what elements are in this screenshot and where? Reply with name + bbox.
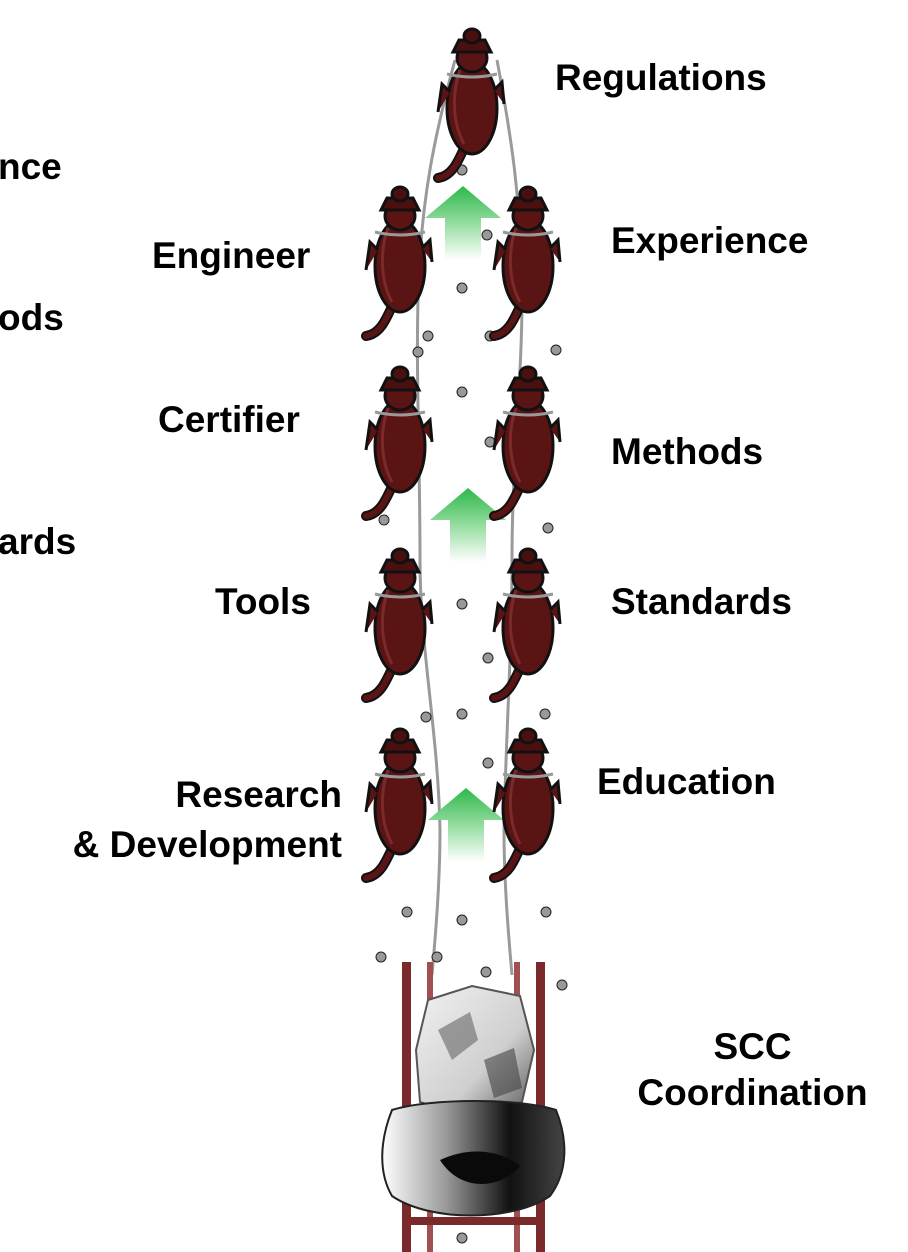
label-engineer: Engineer [152, 235, 311, 276]
label-methods: Methods [611, 431, 764, 472]
label-experience: Experience [611, 220, 809, 261]
label-scc-line1: SCC [713, 1026, 792, 1067]
label-cut-ods: ods [0, 297, 64, 338]
label-research-line2: & Development [72, 824, 342, 866]
label-education: Education [597, 761, 776, 802]
label-cut-ards: ards [0, 521, 77, 562]
label-tools: Tools [215, 581, 311, 622]
label-scc-line2: Coordination [637, 1072, 868, 1114]
label-regulations: Regulations [555, 57, 767, 98]
label-standards: Standards [611, 581, 792, 622]
label-cut-nce: nce [0, 146, 62, 187]
label-research-line1: Research [175, 774, 342, 815]
label-scc: SCC Coordination [620, 1025, 885, 1116]
label-research: Research & Development [73, 773, 342, 868]
label-certifier: Certifier [158, 399, 300, 440]
